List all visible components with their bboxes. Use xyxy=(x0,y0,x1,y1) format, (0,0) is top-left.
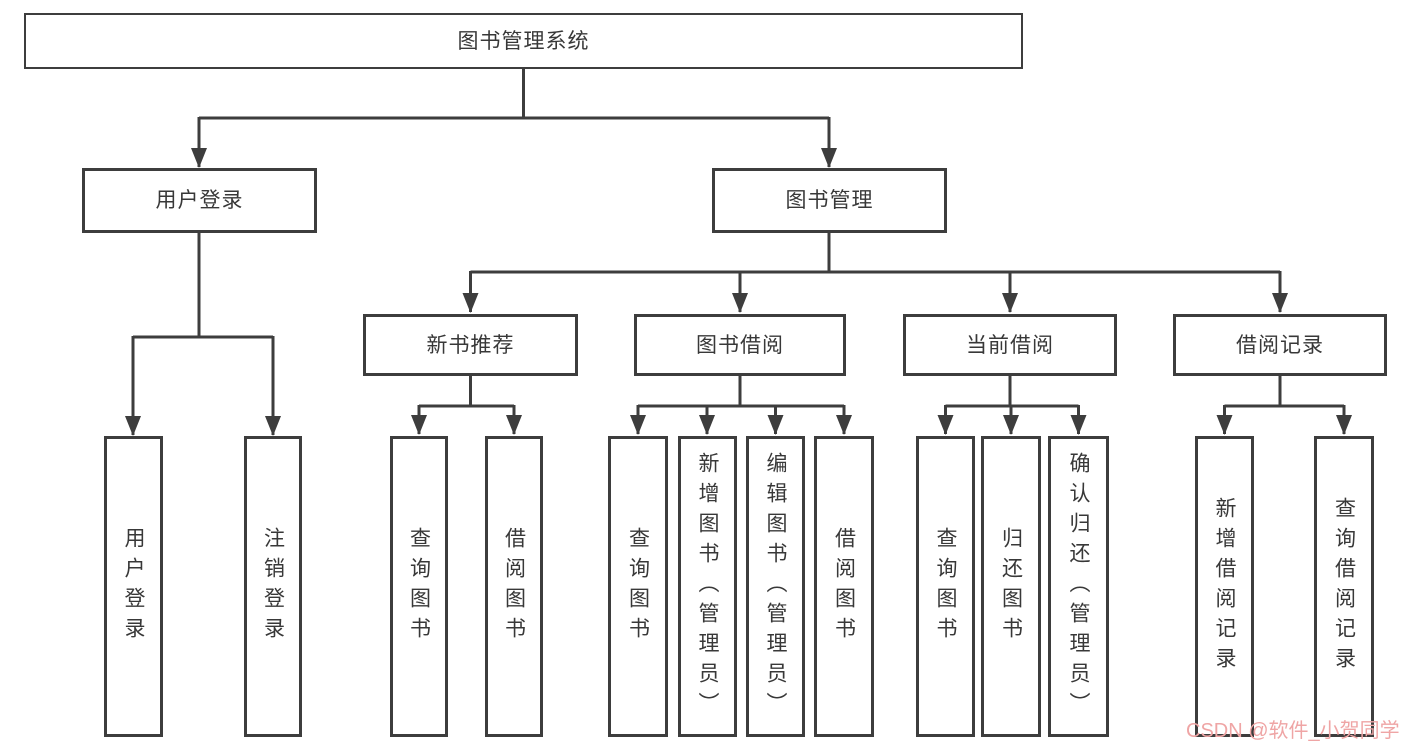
node-label: 图书管理 xyxy=(785,189,874,212)
node-user-login: 用户登录 xyxy=(82,168,317,233)
node-label: 新增借阅记录 xyxy=(1213,496,1236,677)
node-label: 当前借阅 xyxy=(966,333,1054,357)
node-current-borrowing: 当前借阅 xyxy=(903,314,1117,376)
csdn-watermark: CSDN @软件_小贺同学 xyxy=(1186,720,1400,742)
leaf-query-books-recommend: 查询图书 xyxy=(390,436,448,737)
node-label: 注销登录 xyxy=(261,526,285,647)
leaf-return-book: 归还图书 xyxy=(981,436,1041,737)
node-label: 借阅记录 xyxy=(1236,333,1324,357)
leaf-add-book-admin: 新增图书（管理员） xyxy=(678,436,737,737)
leaf-add-borrow-record: 新增借阅记录 xyxy=(1195,436,1254,737)
node-label: 确认归还（管理员） xyxy=(1067,451,1090,722)
node-book-borrowing: 图书借阅 xyxy=(634,314,846,376)
node-book-management: 图书管理 xyxy=(712,168,947,233)
leaf-confirm-return-admin: 确认归还（管理员） xyxy=(1048,436,1109,737)
node-library-system: 图书管理系统 xyxy=(24,13,1023,69)
node-label: 编辑图书（管理员） xyxy=(764,451,787,722)
node-label: 归还图书 xyxy=(999,526,1023,647)
leaf-query-books-current: 查询图书 xyxy=(916,436,975,737)
leaf-borrow-books-recommend: 借阅图书 xyxy=(485,436,543,737)
leaf-query-borrow-record: 查询借阅记录 xyxy=(1314,436,1374,737)
node-label: 查询图书 xyxy=(407,526,431,647)
node-label: 借阅图书 xyxy=(832,526,856,647)
leaf-user-login: 用户登录 xyxy=(104,436,163,737)
leaf-borrow-books: 借阅图书 xyxy=(814,436,874,737)
node-label: 图书借阅 xyxy=(696,333,784,357)
leaf-edit-book-admin: 编辑图书（管理员） xyxy=(746,436,805,737)
node-label: 用户登录 xyxy=(155,189,244,212)
node-label: 查询图书 xyxy=(626,526,650,647)
node-label: 新书推荐 xyxy=(426,333,515,357)
leaf-query-books-borrow: 查询图书 xyxy=(608,436,668,737)
leaf-logout: 注销登录 xyxy=(244,436,302,737)
node-label: 图书管理系统 xyxy=(457,29,590,53)
node-label: 借阅图书 xyxy=(502,526,526,647)
node-label: 查询图书 xyxy=(934,526,957,647)
node-label: 查询借阅记录 xyxy=(1332,496,1356,677)
node-label: 用户登录 xyxy=(122,526,145,647)
node-label: 新增图书（管理员） xyxy=(696,451,719,722)
node-new-book-recommend: 新书推荐 xyxy=(363,314,578,376)
node-borrowing-records: 借阅记录 xyxy=(1173,314,1387,376)
